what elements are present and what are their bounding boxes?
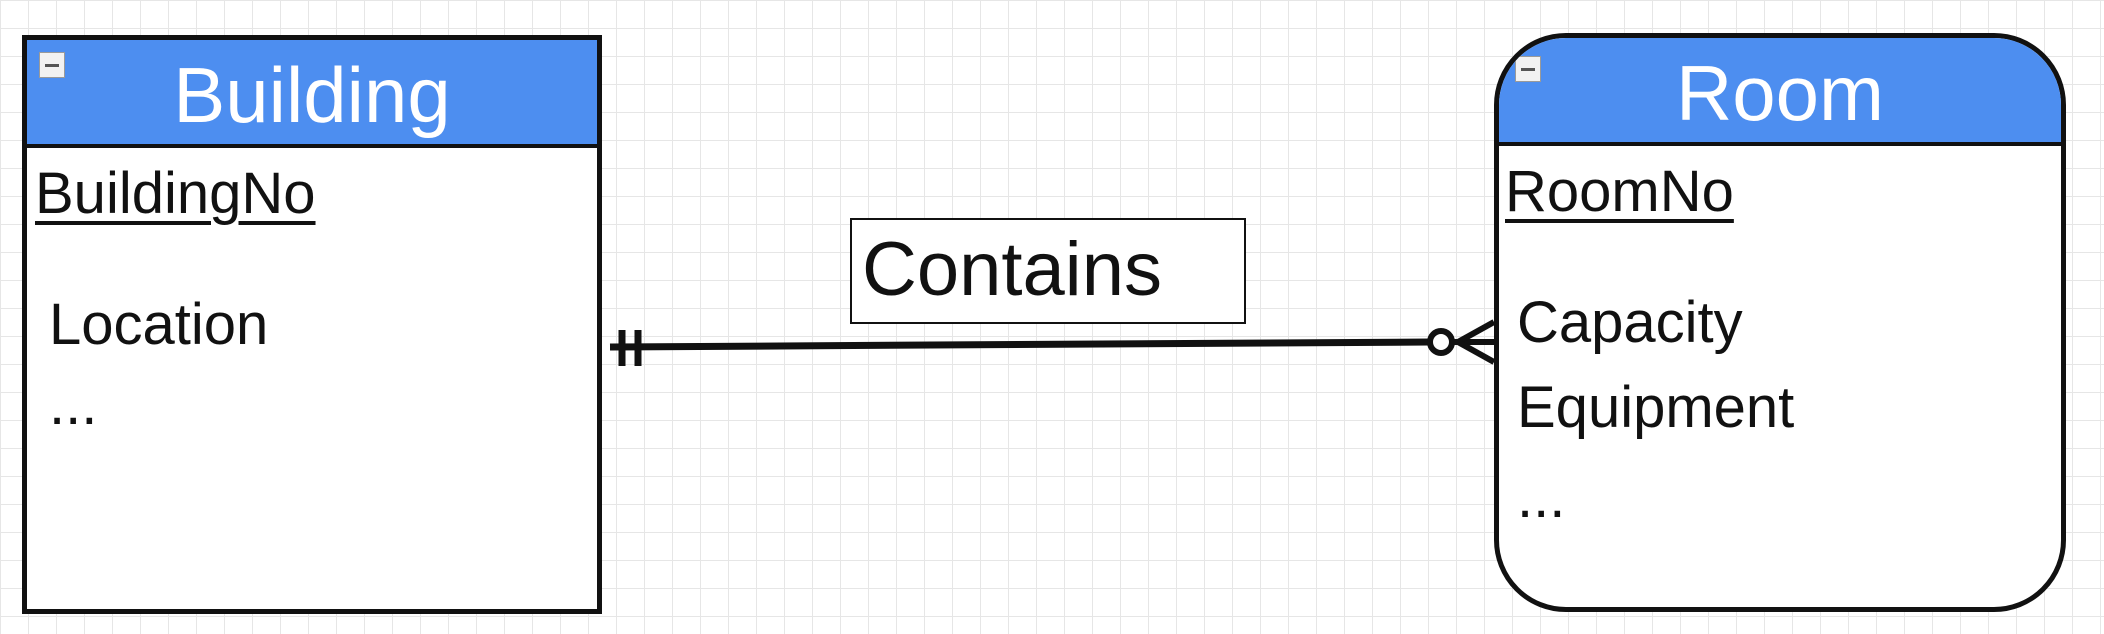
building-attribute-location: Location xyxy=(49,292,269,357)
one-and-only-one-marker-icon xyxy=(618,330,642,366)
building-attribute-more: ... xyxy=(49,372,98,437)
collapse-icon[interactable] xyxy=(1515,56,1541,82)
room-attribute-more: ... xyxy=(1517,465,1566,530)
room-primary-key: RoomNo xyxy=(1505,159,1734,224)
room-entity-header: Room xyxy=(1499,38,2061,146)
relationship-label[interactable]: Contains xyxy=(850,218,1246,324)
zero-or-many-marker-icon xyxy=(1427,319,1496,365)
room-entity-title: Room xyxy=(1675,49,1885,137)
building-entity-header: Building xyxy=(27,40,597,148)
relationship-line[interactable] xyxy=(609,338,1431,351)
building-primary-key: BuildingNo xyxy=(35,161,316,226)
building-entity-title: Building xyxy=(173,51,451,139)
building-entity[interactable]: Building BuildingNo Location ... xyxy=(22,35,602,614)
collapse-icon[interactable] xyxy=(39,52,65,78)
room-attribute-equipment: Equipment xyxy=(1517,375,1795,440)
room-entity[interactable]: Room RoomNo Capacity Equipment ... xyxy=(1494,33,2066,612)
room-attribute-capacity: Capacity xyxy=(1517,290,1743,355)
